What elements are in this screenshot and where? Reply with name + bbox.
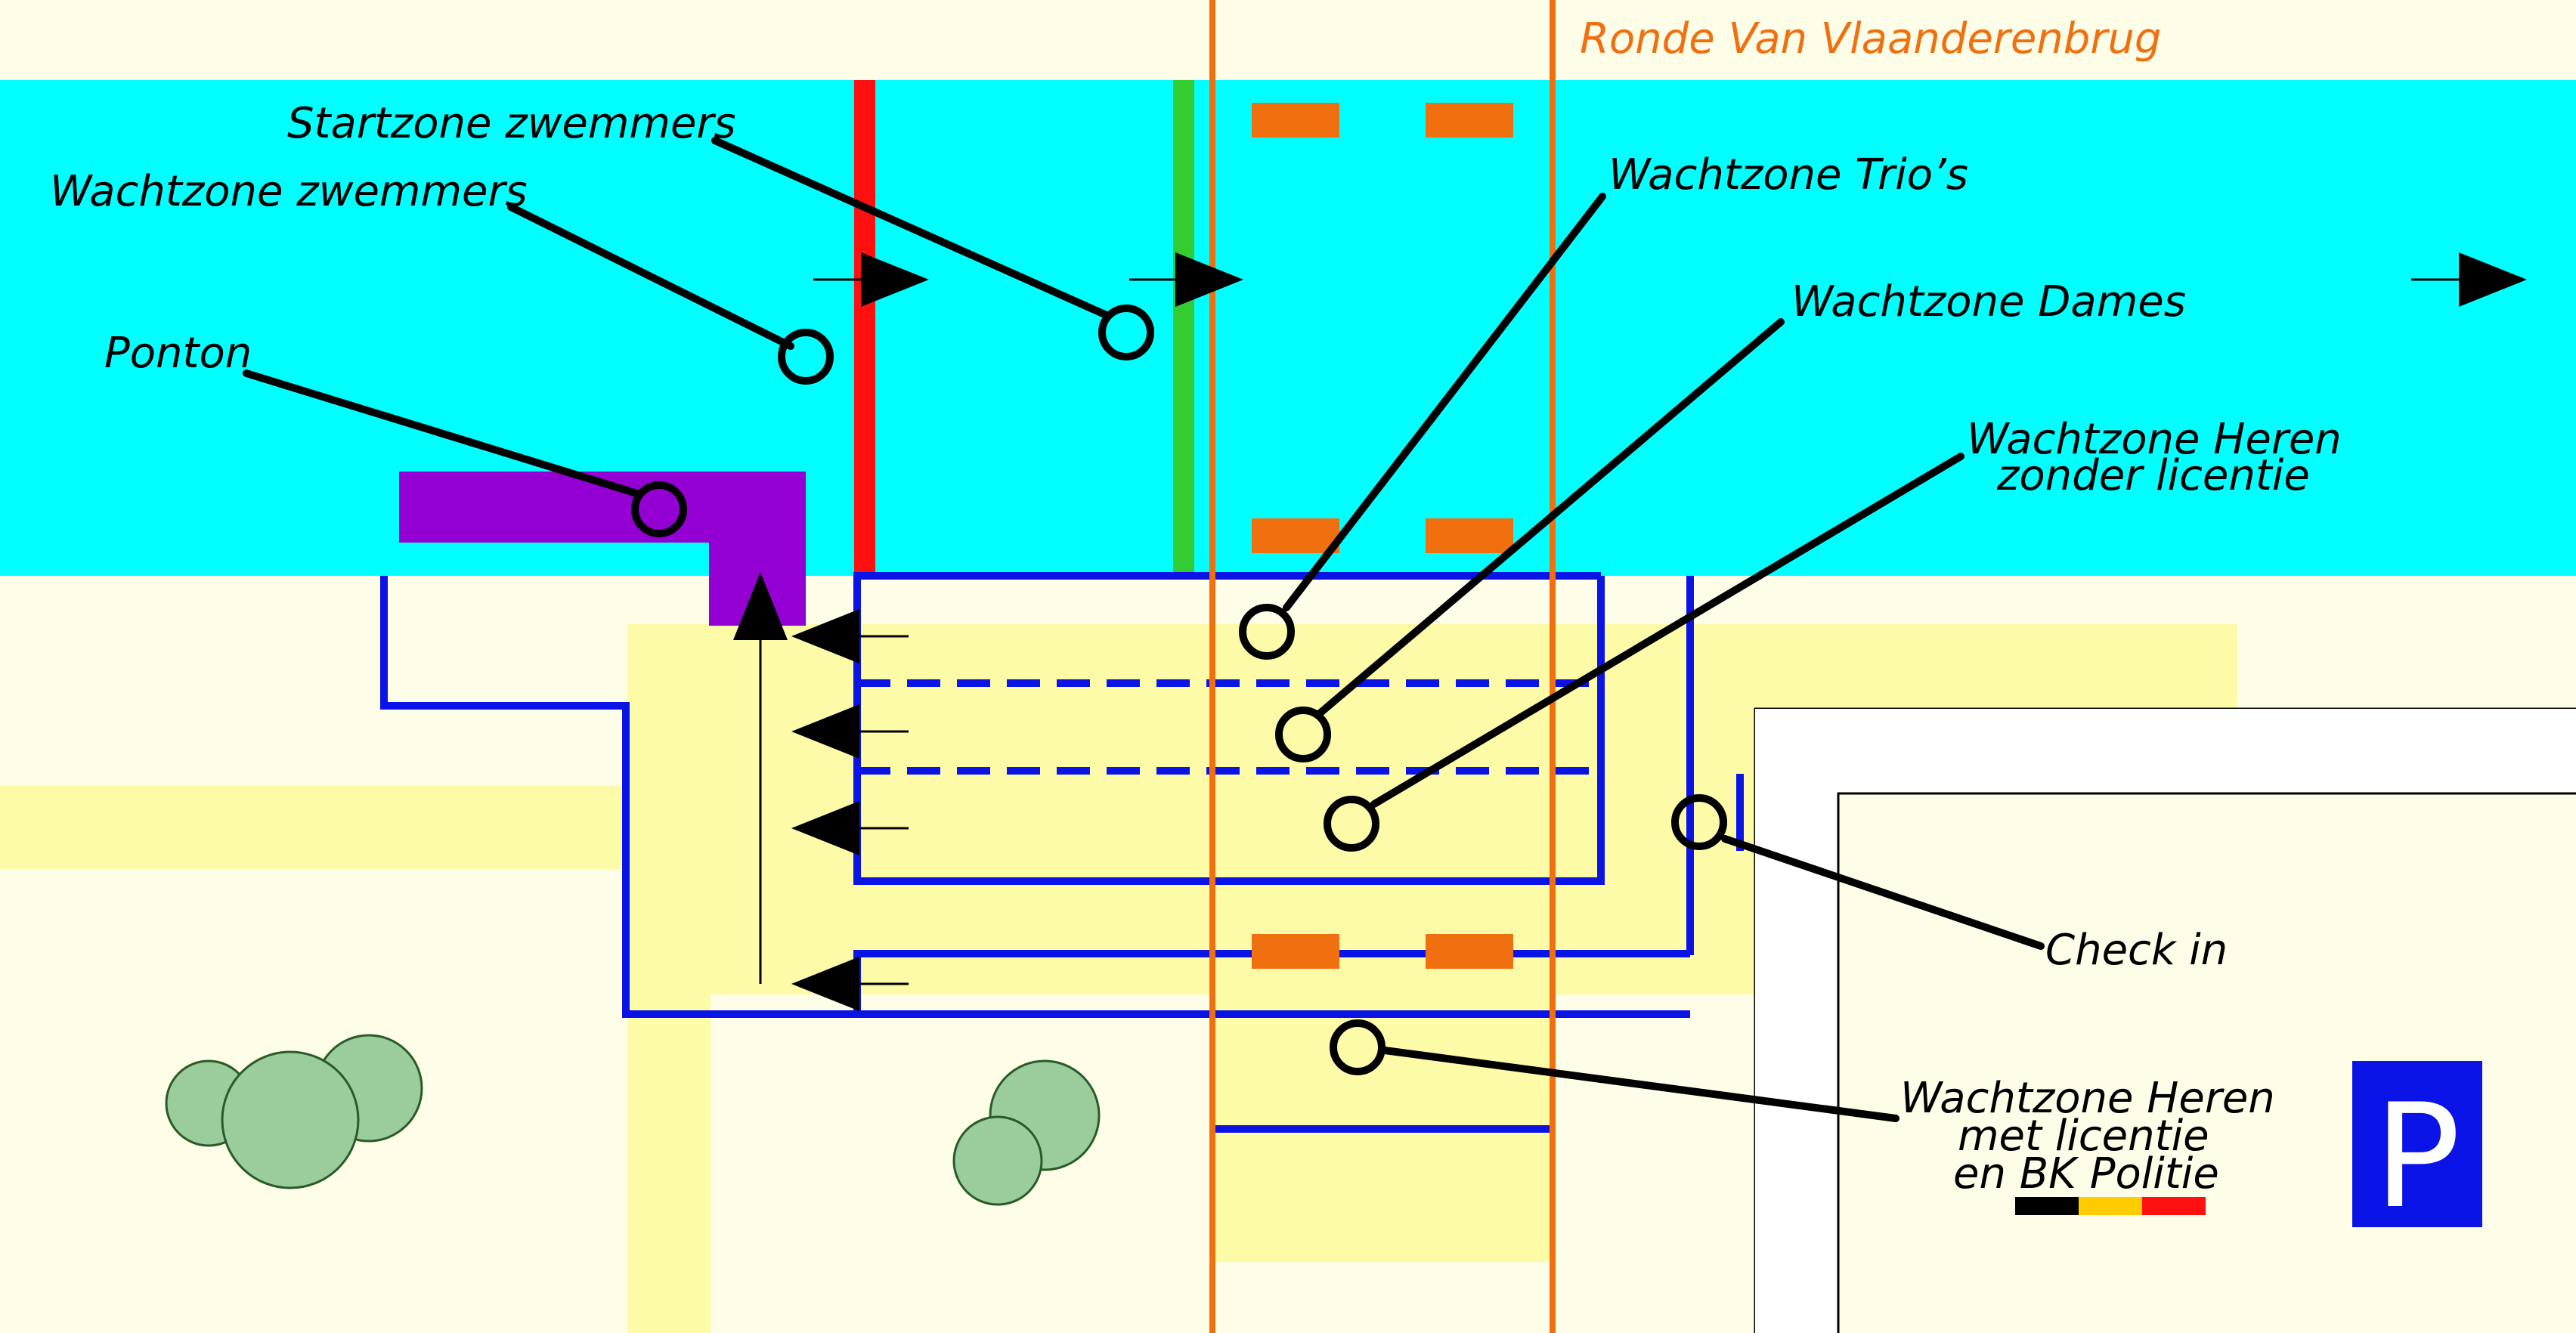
marker-dames	[1275, 707, 1331, 762]
marker-startzone	[1098, 305, 1154, 360]
label-wachtzone-trios: Wachtzone Trio’s	[1608, 150, 1968, 199]
parking-sign: P	[2352, 1061, 2482, 1240]
label-ponton: Ponton	[104, 329, 252, 378]
flow-arrows	[733, 252, 2527, 1011]
label-heren-met-3: en BK Politie	[1953, 1149, 2219, 1198]
ponton	[399, 472, 806, 626]
green-line	[1173, 80, 1194, 576]
marker-trios	[1239, 604, 1295, 660]
tree-icon	[221, 1050, 360, 1189]
parking-building	[1754, 707, 2576, 1333]
tree-icon	[952, 1115, 1043, 1206]
marker-ponton	[631, 481, 687, 537]
bridge: Ronde Van Vlaanderenbrug	[1209, 0, 2161, 1333]
parking-icon: P	[2374, 1073, 2461, 1240]
label-heren-zonder-2: zonder licentie	[1996, 451, 2310, 500]
label-heren-zonder-1: Wachtzone Heren	[1967, 415, 2342, 464]
marker-wachtzone-zwemmers	[778, 329, 834, 385]
label-check-in: Check in	[2045, 926, 2228, 975]
belgian-flag-icon	[2015, 1197, 2206, 1215]
bridge-name: Ronde Van Vlaanderenbrug	[1580, 14, 2161, 63]
marker-heren-met	[1330, 1019, 1386, 1075]
trees	[165, 1034, 1101, 1206]
label-heren-met-2: met licentie	[1958, 1112, 2209, 1161]
location-markers	[631, 305, 1727, 1075]
leader-lines	[243, 137, 2045, 1122]
label-wachtzone-dames: Wachtzone Dames	[1791, 277, 2186, 326]
start-line	[854, 80, 875, 576]
marker-heren-zonder	[1324, 796, 1379, 852]
label-startzone: Startzone zwemmers	[287, 99, 736, 148]
label-heren-met-1: Wachtzone Heren	[1900, 1074, 2275, 1123]
marker-check-in	[1671, 794, 1727, 850]
river	[0, 80, 2576, 576]
label-wachtzone-zwemmers: Wachtzone zwemmers	[50, 167, 528, 216]
